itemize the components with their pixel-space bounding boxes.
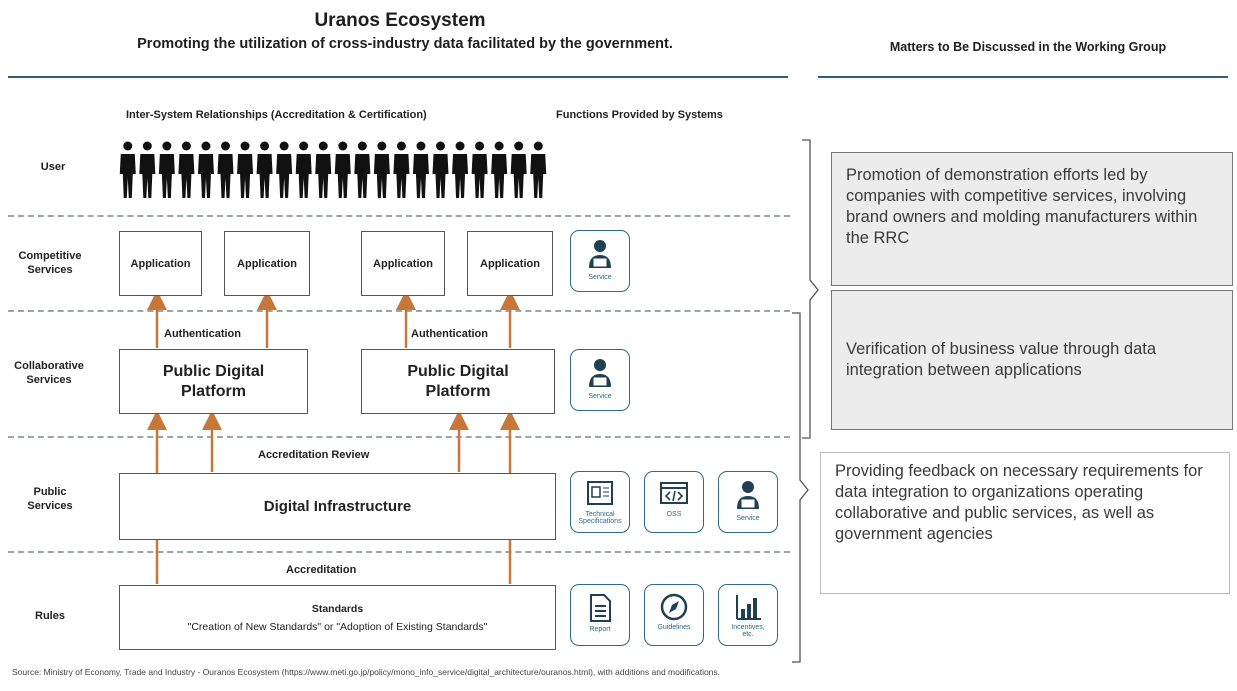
authentication-label: Authentication <box>162 328 243 340</box>
source-note: Source: Ministry of Economy, Trade and I… <box>12 667 721 677</box>
discussion-box-3: Providing feedback on necessary requirem… <box>820 452 1230 594</box>
code-window-icon: OSS <box>644 471 704 533</box>
separator-collaborative <box>8 436 790 438</box>
page-title: Uranos Ecosystem <box>314 10 486 31</box>
right-heading-underline <box>818 76 1228 78</box>
person-icon <box>530 141 547 198</box>
bar-chart-icon: Incentives, etc. <box>718 584 778 646</box>
user-people-row <box>119 141 547 198</box>
person-icon <box>432 141 449 198</box>
person-icon <box>510 141 527 198</box>
person-icon <box>217 141 234 198</box>
functions-column-heading: Functions Provided by Systems <box>556 109 723 121</box>
person-icon <box>373 141 390 198</box>
person-icon <box>178 141 195 198</box>
standards-box: Standards "Creation of New Standards" or… <box>119 585 556 650</box>
person-icon <box>139 141 156 198</box>
separator-public <box>8 551 790 553</box>
discussion-box-1: Promotion of demonstration efforts led b… <box>831 152 1233 286</box>
relationships-column-heading: Inter-System Relationships (Accreditatio… <box>126 109 427 121</box>
service-person-icon: Service <box>718 471 778 533</box>
title-underline <box>8 76 788 78</box>
technical-spec-icon: Technical Specifications <box>570 471 630 533</box>
service-person-icon: Service <box>570 230 630 292</box>
person-icon <box>237 141 254 198</box>
public-digital-platform-box: Public Digital Platform <box>119 349 308 414</box>
digital-infrastructure-box: Digital Infrastructure <box>119 473 556 540</box>
person-icon <box>197 141 214 198</box>
discussion-box-2: Verification of business value through d… <box>831 290 1233 430</box>
person-icon <box>334 141 351 198</box>
person-icon <box>295 141 312 198</box>
person-icon <box>412 141 429 198</box>
person-icon <box>354 141 371 198</box>
standards-title: Standards <box>311 602 364 615</box>
application-box: Application <box>467 231 553 296</box>
standards-text: "Creation of New Standards" or "Adoption… <box>187 620 488 633</box>
application-box: Application <box>224 231 310 296</box>
public-digital-platform-box: Public Digital Platform <box>361 349 555 414</box>
person-icon <box>256 141 273 198</box>
application-box: Application <box>119 231 202 296</box>
separator-user <box>8 215 790 217</box>
page-subtitle: Promoting the utilization of cross-indus… <box>137 36 673 52</box>
layer-label-public: Public Services <box>27 486 73 512</box>
layer-label-rules: Rules <box>35 610 65 622</box>
authentication-label: Authentication <box>409 328 490 340</box>
working-group-heading: Matters to Be Discussed in the Working G… <box>889 40 1167 54</box>
person-icon <box>491 141 508 198</box>
person-icon <box>452 141 469 198</box>
accreditation-label: Accreditation <box>284 564 359 576</box>
person-icon <box>393 141 410 198</box>
person-icon <box>471 141 488 198</box>
person-icon <box>158 141 175 198</box>
relationship-arrows <box>147 290 520 584</box>
discussion-brackets <box>792 139 819 663</box>
person-icon <box>315 141 332 198</box>
compass-icon: Guidelines <box>644 584 704 646</box>
layer-label-competitive: Competitive Services <box>18 250 82 276</box>
layer-label-collaborative: Collaborative Services <box>14 360 84 386</box>
service-person-icon: Service <box>570 349 630 411</box>
layer-label-user: User <box>40 161 66 173</box>
accreditation-review-label: Accreditation Review <box>256 449 372 461</box>
application-box: Application <box>361 231 445 296</box>
report-document-icon: Report <box>570 584 630 646</box>
separator-competitive <box>8 310 790 312</box>
person-icon <box>276 141 293 198</box>
person-icon <box>119 141 136 198</box>
